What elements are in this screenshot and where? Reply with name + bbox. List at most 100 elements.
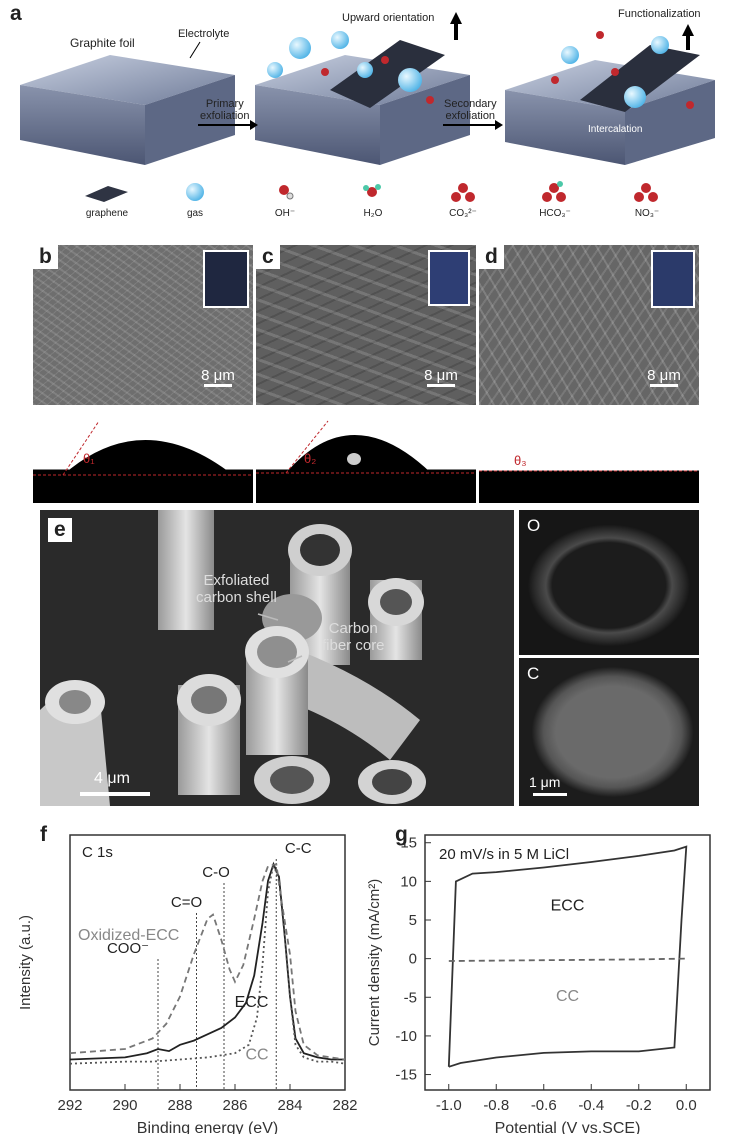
baseline-3	[479, 470, 699, 472]
series-line-cc	[448, 957, 687, 962]
legend-graphene: graphene	[85, 208, 129, 219]
legend-row: graphene gas OH⁻ H₂O CO₃²⁻ HCO₃⁻ NO₃⁻	[0, 178, 735, 228]
panel-d-label: d	[479, 245, 504, 269]
scale-bar: 8 μm	[639, 367, 689, 387]
y-tick-label: 10	[400, 873, 417, 890]
cv-chart: -1.0 -0.8 -0.6 -0.4 -0.2 0.0 15 10 5 0 -5 -10 -15Pot…	[366, 834, 711, 1137]
series-label: ECC	[235, 994, 269, 1011]
y-axis-label: Current density (mA/cm²)	[366, 879, 383, 1047]
panel-f-label: f	[40, 823, 47, 846]
graphite-foil-label: Graphite foil	[70, 36, 135, 50]
x-tick-label: 0.0	[676, 1097, 697, 1114]
secondary-exfoliation-label: Secondary exfoliation	[444, 98, 497, 122]
legend-icons	[85, 181, 658, 202]
legend-h2o: H₂O	[363, 208, 383, 219]
x-tick-label: -0.8	[483, 1097, 509, 1114]
secondary-exfoliated-block	[505, 31, 715, 165]
scale-main-label: 4 μm	[94, 770, 130, 787]
series-label: Oxidized-ECC	[78, 927, 179, 944]
x-tick-label: -1.0	[436, 1097, 462, 1114]
panel-g-label: g	[395, 823, 408, 846]
x-tick-label: 290	[112, 1097, 137, 1114]
droplet-2	[256, 420, 476, 474]
scale-bar: 8 μm	[416, 367, 466, 387]
annotation-label: C=O	[171, 894, 202, 911]
series-line-ecc	[447, 845, 688, 1068]
x-tick-label: 292	[57, 1097, 82, 1114]
map-o-label: O	[527, 516, 541, 535]
graphite-foil-block	[20, 55, 235, 165]
legend-oh: OH⁻	[274, 208, 296, 219]
scale-map-label: 1 μm	[529, 774, 561, 790]
intercalation-label: Intercalation	[588, 124, 643, 135]
x-axis-label: Potential (V vs.SCE)	[495, 1120, 641, 1134]
panel-c: c 8 μm	[256, 245, 476, 405]
annotation-label: C-C	[285, 840, 312, 857]
scale-bar: 8 μm	[193, 367, 243, 387]
y-tick-label: -10	[395, 1028, 417, 1045]
legend-hco3: HCO₃⁻	[539, 208, 571, 219]
upward-orientation-label: Upward orientation	[342, 12, 435, 24]
plot-frame	[69, 834, 346, 1091]
plot-frame	[424, 834, 711, 1091]
series-label: ECC	[551, 898, 585, 915]
x-tick-label: -0.2	[626, 1097, 652, 1114]
panel-e-main: e Exfoliated carbon shell Carbon fiber c…	[40, 510, 514, 806]
scale-map-bar	[533, 793, 567, 796]
panel-d: d 8 μm	[479, 245, 699, 405]
panel-b: b 8 μm	[33, 245, 253, 405]
primary-exfoliated-block	[255, 31, 470, 165]
carbon-fiber-sem	[40, 510, 426, 806]
legend-co3: CO₃²⁻	[449, 208, 477, 219]
x-tick-label: 284	[277, 1097, 302, 1114]
eds-map-o: O	[519, 510, 699, 655]
series-line-ecc	[69, 861, 345, 1061]
x-axis-label: Binding energy (eV)	[137, 1120, 278, 1134]
y-tick-label: 15	[400, 835, 417, 852]
series-label: CC	[245, 1047, 268, 1064]
legend-gas: gas	[186, 208, 204, 219]
fiber-core-label: Carbon fiber core	[322, 620, 385, 654]
y-tick-label: -5	[404, 989, 417, 1006]
x-tick-label: 286	[222, 1097, 247, 1114]
theta-2: θ₂	[304, 451, 317, 466]
sample-photo	[651, 250, 695, 308]
eds-map-c: C 1 μm	[519, 658, 699, 806]
x-tick-label: 282	[332, 1097, 357, 1114]
exfoliation-schematic	[20, 12, 715, 165]
annotation-label: COO⁻	[107, 940, 149, 957]
chart-title: 20 mV/s in 5 M LiCl	[439, 846, 569, 863]
y-tick-label: 5	[409, 912, 417, 929]
map-c-label: C	[527, 664, 540, 683]
electrolyte-label: Electrolyte	[178, 28, 230, 40]
functionalization-label: Functionalization	[618, 8, 701, 20]
x-tick-label: -0.4	[578, 1097, 604, 1114]
y-tick-label: 0	[409, 951, 417, 968]
contact-angle-2: θ₂	[256, 415, 476, 503]
sample-photo	[428, 250, 470, 306]
panel-a: a	[0, 0, 735, 240]
x-tick-label: -0.6	[531, 1097, 557, 1114]
contact-angle-3: θ₃	[479, 415, 699, 503]
y-tick-label: -15	[395, 1067, 417, 1084]
theta-3: θ₃	[514, 453, 527, 468]
primary-exfoliation-label: Primary exfoliation	[200, 98, 250, 122]
annotation-label: C-O	[202, 864, 230, 881]
theta-1: θ₁	[83, 451, 95, 466]
chart-title: C 1s	[82, 844, 113, 861]
series-line-oxidized-ecc	[69, 863, 346, 1061]
sample-photo	[203, 250, 249, 308]
panel-b-label: b	[33, 245, 58, 269]
legend-no3: NO₃⁻	[634, 208, 660, 219]
x-tick-label: 288	[167, 1097, 192, 1114]
panel-e-label: e	[48, 518, 72, 542]
y-axis-label: Intensity (a.u.)	[17, 915, 34, 1010]
exfoliated-shell-label: Exfoliated carbon shell	[196, 572, 277, 606]
panel-c-label: c	[256, 245, 280, 269]
panel-a-label: a	[10, 2, 22, 25]
series-line-cc	[69, 860, 346, 1065]
droplet-1	[33, 420, 253, 476]
series-label: CC	[556, 988, 579, 1005]
